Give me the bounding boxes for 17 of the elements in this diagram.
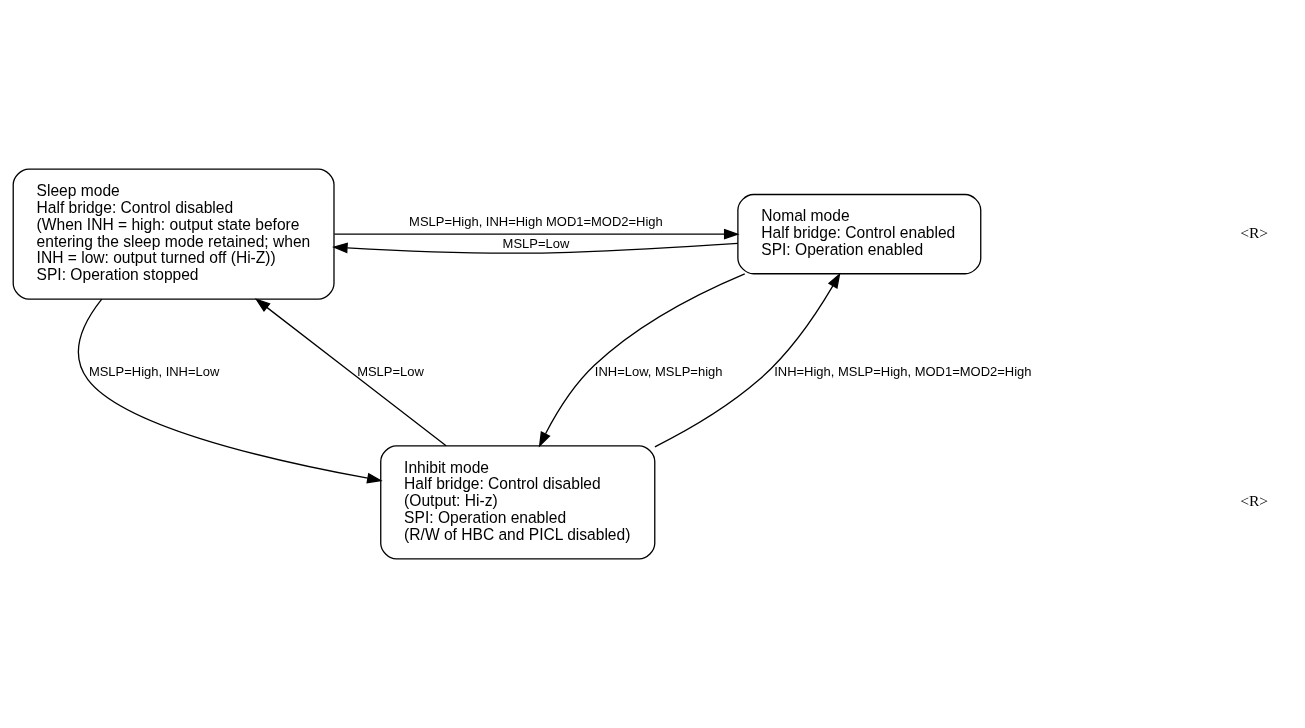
arrow [332, 242, 739, 254]
arrow [77, 298, 383, 484]
arrow [654, 272, 841, 448]
arrow [333, 228, 740, 240]
node-box: Inhibit mode Half bridge: Control disabled (Output: Hi-z) SPI: Operation enabled (R/W of HBC and PICL disabled) [380, 445, 656, 560]
node-box: Sleep mode Half bridge: Control disabled (When INH = high: output state before entering the sleep mode retained; when INH = low: output turned off (Hi-Z)) SPI: Operation stopped [12, 168, 335, 300]
edge-label: INH=Low, MSLP=high [594, 363, 723, 379]
edge-label: INH=High, MSLP=High, MOD1=MOD2=High [774, 363, 1032, 379]
edge-label: MSLP=High, INH=Low [88, 363, 220, 379]
node-box: Nomal mode Half bridge: Control enabled SPI: Operation enabled [737, 193, 982, 275]
arrow [254, 298, 447, 447]
label: <R> [1240, 224, 1269, 242]
edge-label: MSLP=Low [357, 363, 424, 379]
label: <R> [1240, 492, 1269, 510]
arrow [538, 273, 746, 448]
edge-label: MSLP=High, INH=High MOD1=MOD2=High [409, 214, 663, 230]
edge-label: MSLP=Low [502, 236, 570, 252]
